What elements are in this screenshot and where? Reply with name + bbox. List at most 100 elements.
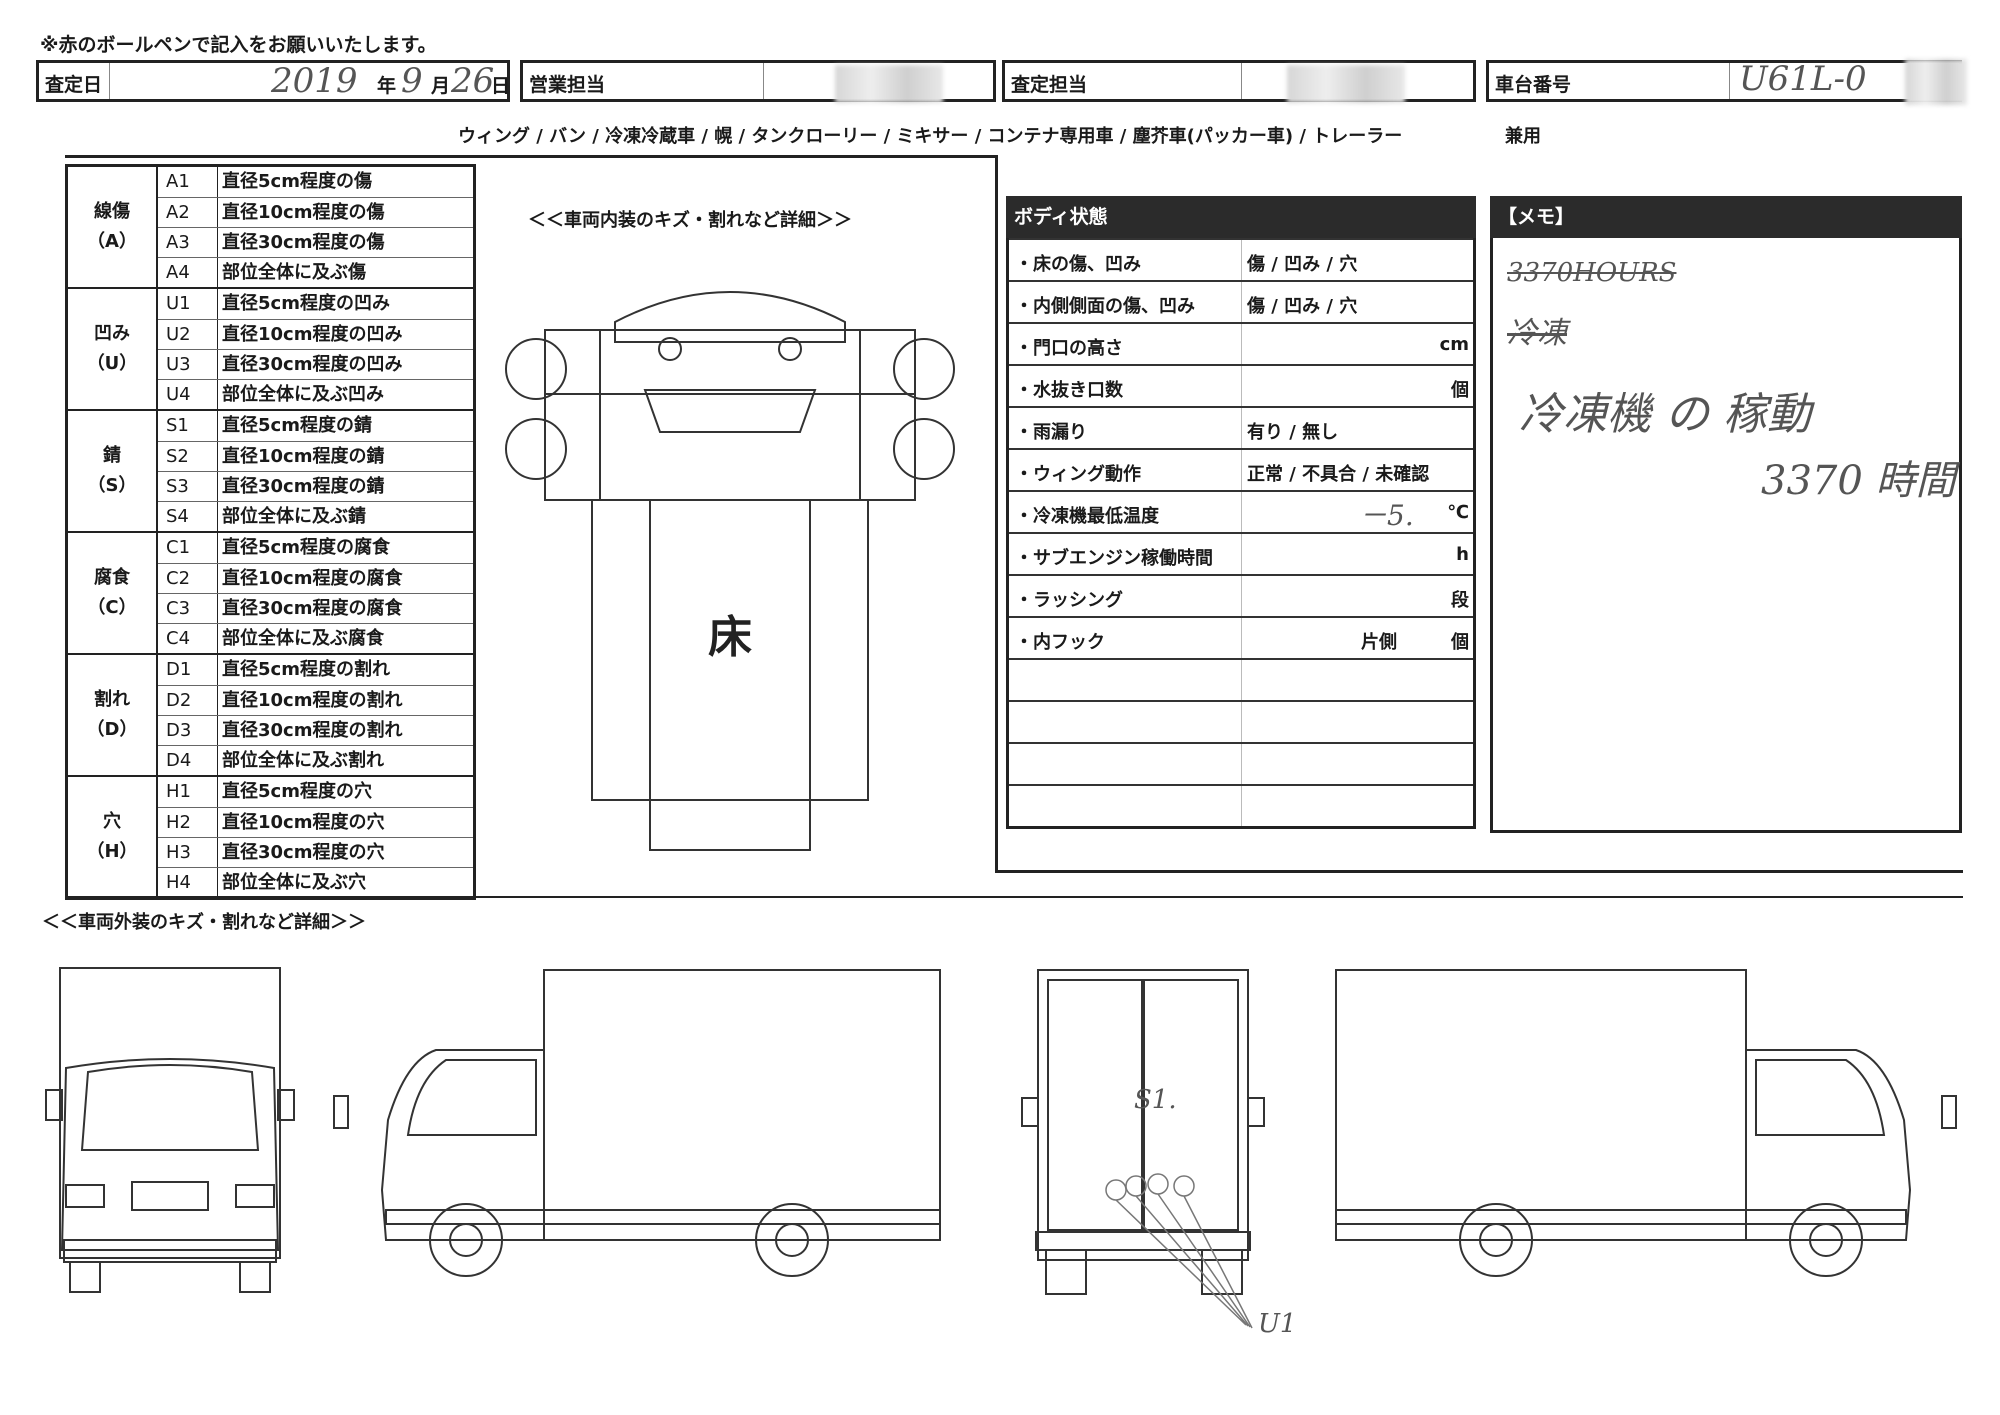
legend-group-name: 凹み （U） — [68, 289, 158, 409]
legend-code: H2 — [158, 808, 218, 838]
legend-code: C1 — [158, 533, 218, 563]
vehicle-type-suffix: 兼用 — [1505, 126, 1541, 147]
legend-code: C4 — [158, 624, 218, 654]
legend-group-name: 割れ（D） — [68, 655, 158, 775]
row-divider — [1241, 324, 1242, 364]
row-divider — [1241, 786, 1242, 826]
legend-group-title: 錆 — [103, 445, 121, 466]
body-status-value: 正常 / 不具合 / 未確認 — [1247, 464, 1430, 485]
body-status-row[interactable]: ・内フック片側個 — [1009, 616, 1473, 658]
legend-group-name: 穴（H） — [68, 777, 158, 897]
memo-line-2: 3370 時間 — [1761, 458, 1956, 504]
body-status-unit: 段 — [1451, 590, 1469, 611]
body-status-row[interactable]: ・水抜き口数個 — [1009, 364, 1473, 406]
row-divider — [1241, 702, 1242, 742]
year-unit: 年 — [377, 75, 397, 97]
legend-description: 直径5cm程度の凹み — [222, 293, 390, 314]
date-year-handwritten: 2019 — [271, 61, 358, 101]
legend-description: 直径30cm程度の割れ — [222, 720, 403, 741]
cargo-door — [649, 799, 811, 851]
legend-group-title: 凹み — [94, 323, 130, 344]
body-status-label: ・床の傷、凹み — [1015, 254, 1141, 275]
legend-code: U3 — [158, 350, 218, 380]
body-status-label: ・門口の高さ — [1015, 338, 1123, 359]
day-unit: 日 — [491, 75, 511, 97]
memo-box[interactable]: 3370HOURS 冷凍 冷凍機 の 稼動 3370 時間 — [1490, 238, 1962, 833]
body-status-row[interactable]: ・ウィング動作 正常 / 不具合 / 未確認 — [1009, 448, 1473, 490]
chassis-number-handwritten: U61L-0 — [1739, 59, 1867, 99]
assessment-date-label: 査定日 — [45, 74, 103, 96]
assessment-date-field[interactable]: 査定日 2019 年 9 月 26 日 — [36, 60, 510, 102]
body-status-label: ・ウィング動作 — [1015, 464, 1141, 485]
truck-right-side-view — [1335, 969, 1957, 1277]
body-status-row[interactable] — [1009, 742, 1473, 784]
rear-dent-scribbles — [1105, 1173, 1253, 1329]
body-status-header: ボディ状態 — [1006, 196, 1476, 238]
memo-struck-text-2: 冷凍 — [1507, 316, 1567, 351]
redacted-name — [835, 65, 943, 103]
body-status-row[interactable] — [1009, 658, 1473, 700]
body-status-unit: ℃ — [1447, 502, 1469, 523]
body-status-row[interactable] — [1009, 784, 1473, 826]
row-divider — [1241, 408, 1242, 448]
body-status-row[interactable]: ・雨漏り有り / 無し — [1009, 406, 1473, 448]
interior-frame-bottom — [995, 870, 1963, 873]
divider — [109, 63, 110, 99]
row-divider — [1241, 450, 1242, 490]
body-status-label: ・内フック — [1015, 632, 1105, 653]
exterior-views[interactable]: S1. U1 — [36, 950, 1966, 1340]
sales-rep-label: 営業担当 — [529, 74, 606, 96]
body-status-value: 傷 / 凹み / 穴 — [1247, 254, 1358, 275]
legend-code: D2 — [158, 686, 218, 716]
body-status-row[interactable]: ・床の傷、凹み 傷 / 凹み / 穴 — [1009, 238, 1473, 280]
legend-group-code: （U） — [86, 353, 138, 374]
legend-group-code: （D） — [86, 719, 138, 740]
legend-code: A1 — [158, 167, 218, 197]
interior-floor-diagram[interactable]: 床 — [500, 282, 960, 852]
legend-description: 部位全体に及ぶ傷 — [222, 262, 366, 283]
legend-description: 直径30cm程度の穴 — [222, 842, 385, 863]
legend-description: 直径5cm程度の腐食 — [222, 537, 390, 558]
memo-line-1: 冷凍機 の 稼動 — [1519, 389, 1811, 440]
wheel-fl-bottom — [505, 418, 567, 480]
assessor-field[interactable]: 査定担当 — [1002, 60, 1476, 103]
row-divider — [1241, 744, 1242, 784]
body-status-label: ・冷凍機最低温度 — [1015, 506, 1159, 527]
legend-description: 直径10cm程度の割れ — [222, 690, 403, 711]
truck-rear-view — [1021, 969, 1265, 1295]
legend-code: A3 — [158, 228, 218, 258]
body-status-row[interactable] — [1009, 700, 1473, 742]
vehicle-type-options[interactable]: ウィング / バン / 冷凍冷蔵車 / 幌 / タンクローリー / ミキサー /… — [458, 126, 1403, 147]
row-divider — [1241, 534, 1242, 574]
sales-rep-field[interactable]: 営業担当 — [520, 60, 996, 103]
floor-label: 床 — [708, 612, 752, 663]
body-status-row[interactable]: ・内側側面の傷、凹み傷 / 凹み / 穴 — [1009, 280, 1473, 322]
cab-side-right — [859, 329, 916, 501]
chassis-number-field[interactable]: 車台番号 U61L-0 — [1486, 59, 1967, 105]
body-status-row[interactable]: ・冷凍機最低温度－5.℃ — [1009, 490, 1473, 532]
mirror-right — [778, 337, 802, 361]
row-divider — [1241, 660, 1242, 700]
body-status-row[interactable]: ・ラッシング段 — [1009, 574, 1473, 616]
wheel-fr-top — [893, 338, 955, 400]
legend-description: 部位全体に及ぶ錆 — [222, 506, 366, 527]
